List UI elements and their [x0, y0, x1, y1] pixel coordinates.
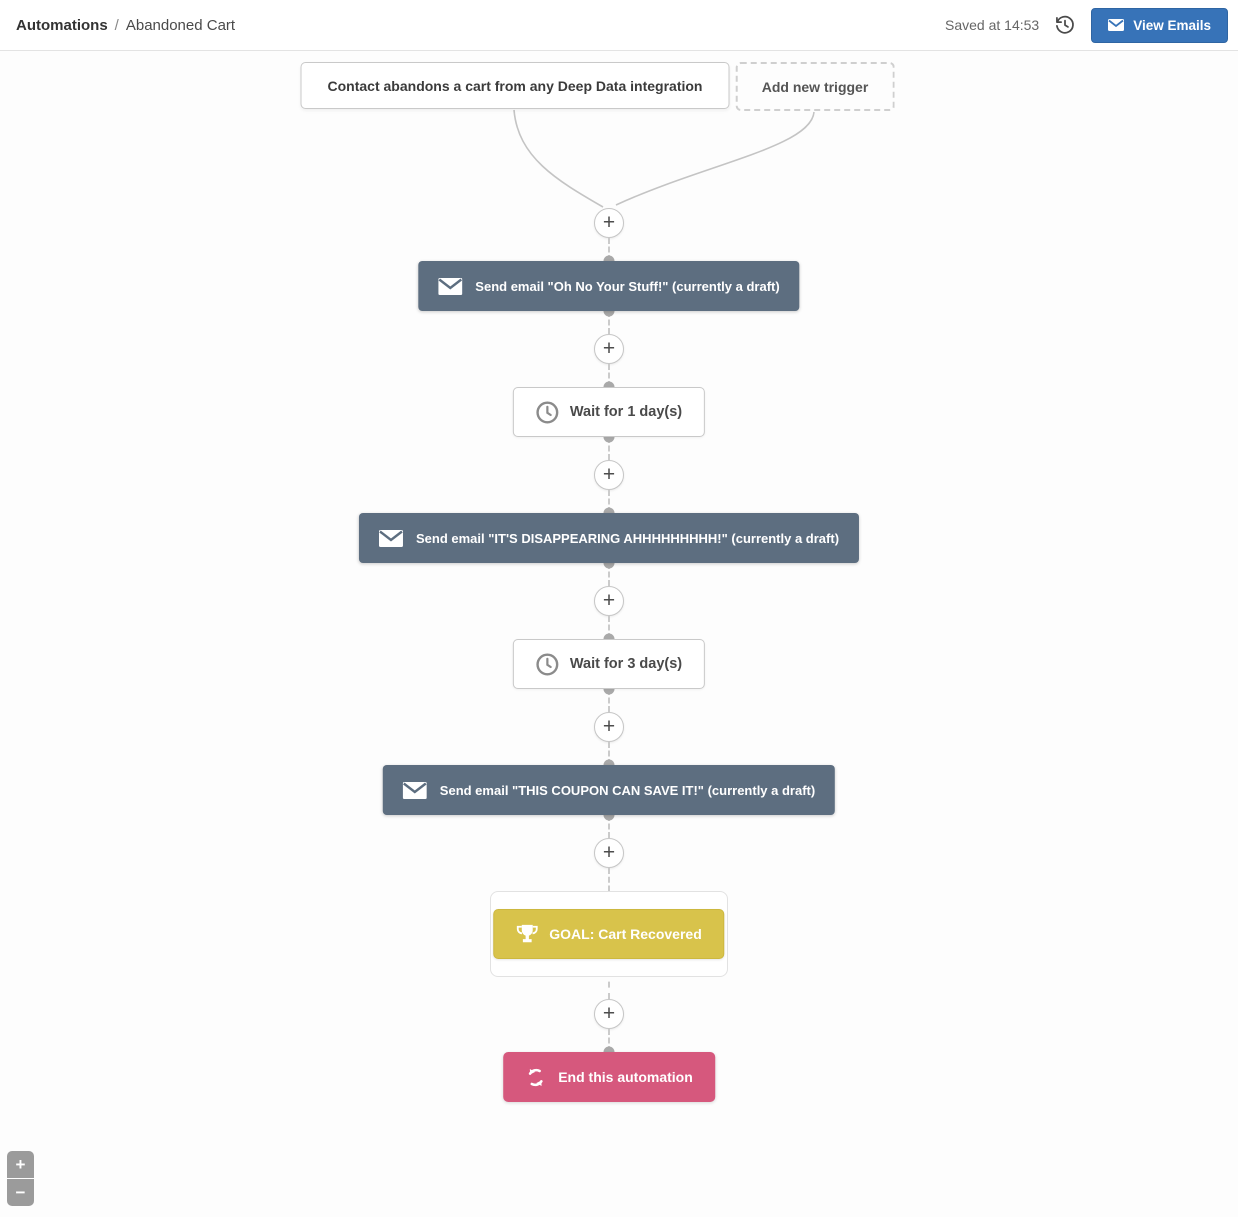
add-action-button[interactable]: + [594, 334, 624, 364]
email-node-label: Send email "THIS COUPON CAN SAVE IT!" (c… [439, 782, 816, 798]
zoom-out-button[interactable]: − [7, 1179, 34, 1206]
add-action-button[interactable]: + [594, 999, 624, 1029]
clock-icon [536, 400, 559, 424]
send-email-node-1[interactable]: Send email "Oh No Your Stuff!" (currentl… [418, 261, 800, 311]
connector-line [608, 437, 610, 460]
connector-line [608, 689, 610, 712]
add-trigger-label: Add new trigger [761, 78, 869, 95]
breadcrumb-separator: / [114, 16, 119, 34]
saved-status: Saved at 14:53 [945, 17, 1040, 33]
trigger-label: Contact abandons a cart from any Deep Da… [327, 77, 703, 94]
end-automation-node[interactable]: End this automation [503, 1052, 715, 1102]
add-action-button[interactable]: + [594, 586, 624, 616]
sync-arrows-icon [525, 1068, 546, 1087]
breadcrumb-current-page: Abandoned Cart [125, 16, 236, 34]
automation-canvas: Contact abandons a cart from any Deep Da… [0, 52, 1238, 1217]
connector-dot [603, 683, 615, 695]
topbar: Automations / Abandoned Cart Saved at 14… [0, 0, 1238, 51]
canvas-zoom-controls: + − [7, 1151, 34, 1206]
connector-line [608, 1029, 610, 1052]
clock-icon [536, 652, 559, 676]
connector-dot [603, 431, 615, 443]
connector-dot [603, 557, 615, 569]
wait-node-1[interactable]: Wait for 1 day(s) [512, 387, 706, 437]
connector-line [608, 616, 610, 639]
connector-line [608, 868, 610, 909]
add-action-button[interactable]: + [594, 460, 624, 490]
connector-line [608, 742, 610, 765]
history-icon[interactable] [1053, 13, 1077, 37]
connector-line [608, 364, 610, 387]
wait-node-label: Wait for 1 day(s) [569, 404, 683, 420]
envelope-icon [438, 277, 463, 295]
breadcrumb: Automations / Abandoned Cart [16, 17, 235, 34]
add-action-button[interactable]: + [594, 208, 624, 238]
zoom-in-button[interactable]: + [7, 1151, 34, 1178]
end-node-label: End this automation [558, 1069, 693, 1085]
envelope-icon [1108, 19, 1125, 31]
email-node-label: Send email "IT'S DISAPPEARING AHHHHHHHHH… [415, 530, 840, 546]
goal-node[interactable]: GOAL: Cart Recovered [493, 909, 725, 959]
connector-dot [603, 305, 615, 317]
connector-line [608, 563, 610, 586]
wait-node-label: Wait for 3 day(s) [569, 656, 683, 672]
connector-line [608, 490, 610, 513]
envelope-icon [378, 529, 403, 547]
add-new-trigger-button[interactable]: Add new trigger [735, 62, 895, 111]
breadcrumb-automations[interactable]: Automations [16, 16, 108, 34]
envelope-icon [402, 781, 427, 799]
view-emails-label: View Emails [1133, 17, 1211, 33]
goal-node-label: GOAL: Cart Recovered [549, 926, 702, 942]
connector-line [608, 238, 610, 261]
add-action-button[interactable]: + [594, 712, 624, 742]
connector-line [608, 815, 610, 838]
trigger-node[interactable]: Contact abandons a cart from any Deep Da… [300, 62, 730, 109]
send-email-node-2[interactable]: Send email "IT'S DISAPPEARING AHHHHHHHHH… [358, 513, 860, 563]
send-email-node-3[interactable]: Send email "THIS COUPON CAN SAVE IT!" (c… [382, 765, 836, 815]
email-node-label: Send email "Oh No Your Stuff!" (currentl… [475, 278, 780, 294]
view-emails-button[interactable]: View Emails [1091, 7, 1228, 43]
trophy-icon [516, 924, 538, 945]
add-action-button[interactable]: + [594, 838, 624, 868]
connector-line [608, 311, 610, 334]
wait-node-2[interactable]: Wait for 3 day(s) [512, 639, 706, 689]
connector-dot [603, 809, 615, 821]
connector-line [608, 959, 610, 999]
topbar-actions: Saved at 14:53 View Emails [945, 7, 1228, 43]
